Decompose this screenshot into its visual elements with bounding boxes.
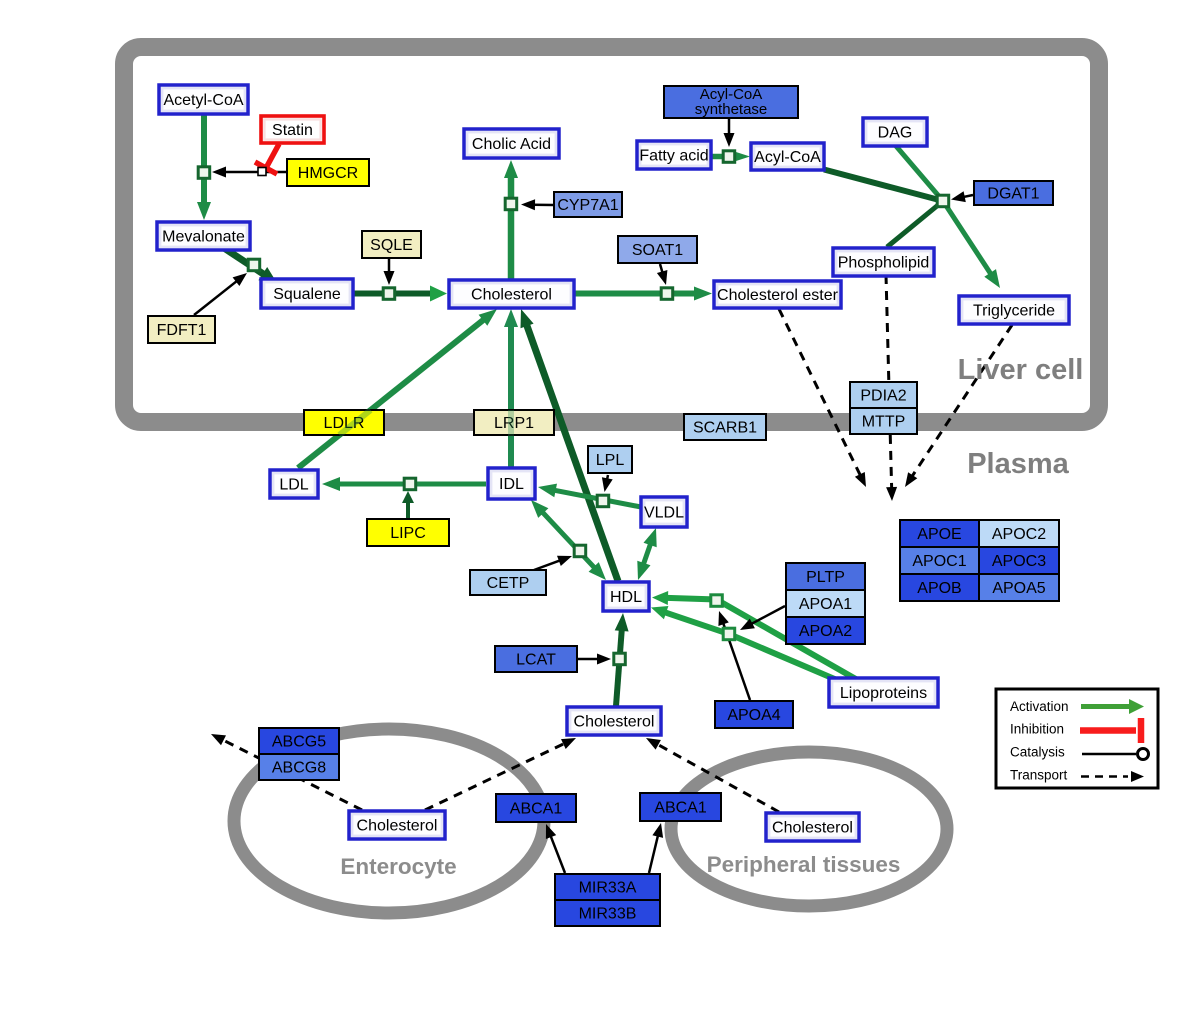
- svg-text:Cholic Acid: Cholic Acid: [472, 136, 551, 153]
- svg-text:DGAT1: DGAT1: [987, 186, 1039, 203]
- svg-text:LIPC: LIPC: [390, 525, 426, 542]
- svg-text:ABCA1: ABCA1: [654, 800, 707, 817]
- svg-text:LRP1: LRP1: [494, 415, 534, 432]
- svg-text:Enterocyte: Enterocyte: [340, 854, 456, 879]
- svg-text:Plasma: Plasma: [967, 448, 1069, 480]
- svg-text:APOC1: APOC1: [912, 553, 966, 570]
- svg-text:DAG: DAG: [878, 125, 913, 142]
- svg-text:MIR33A: MIR33A: [579, 880, 637, 897]
- svg-text:APOB: APOB: [917, 580, 961, 597]
- svg-text:SQLE: SQLE: [370, 237, 413, 254]
- svg-text:Inhibition: Inhibition: [1010, 722, 1064, 737]
- svg-text:APOA1: APOA1: [799, 596, 852, 613]
- svg-text:Acetyl-CoA: Acetyl-CoA: [163, 92, 243, 109]
- svg-text:APOC3: APOC3: [992, 553, 1046, 570]
- svg-text:Liver cell: Liver cell: [958, 354, 1084, 386]
- svg-text:APOA4: APOA4: [727, 707, 780, 724]
- svg-text:Cholesterol: Cholesterol: [471, 287, 552, 304]
- svg-text:Cholesterol: Cholesterol: [357, 818, 438, 835]
- svg-text:ABCA1: ABCA1: [510, 801, 563, 818]
- svg-text:FDFT1: FDFT1: [157, 322, 207, 339]
- svg-text:Fatty acid: Fatty acid: [639, 148, 708, 165]
- svg-text:Phospholipid: Phospholipid: [838, 255, 930, 272]
- svg-text:Acyl-CoA: Acyl-CoA: [754, 149, 821, 166]
- svg-text:LPL: LPL: [596, 452, 625, 469]
- svg-text:HDL: HDL: [610, 589, 642, 606]
- svg-text:IDL: IDL: [499, 476, 524, 493]
- svg-text:MIR33B: MIR33B: [579, 906, 637, 923]
- svg-text:APOA5: APOA5: [992, 580, 1045, 597]
- svg-text:SCARB1: SCARB1: [693, 420, 757, 437]
- svg-text:HMGCR: HMGCR: [298, 165, 358, 182]
- svg-text:synthetase: synthetase: [695, 101, 768, 118]
- svg-text:Cholesterol ester: Cholesterol ester: [717, 287, 839, 304]
- svg-text:CETP: CETP: [487, 575, 530, 592]
- svg-text:Triglyceride: Triglyceride: [973, 303, 1055, 320]
- svg-text:APOA2: APOA2: [799, 623, 852, 640]
- svg-text:LDL: LDL: [279, 477, 308, 494]
- svg-text:Statin: Statin: [272, 122, 313, 139]
- svg-text:Cholesterol: Cholesterol: [772, 820, 853, 837]
- svg-text:Cholesterol: Cholesterol: [574, 714, 655, 731]
- svg-text:APOC2: APOC2: [992, 526, 1046, 543]
- svg-text:Mevalonate: Mevalonate: [162, 229, 245, 246]
- svg-text:Lipoproteins: Lipoproteins: [840, 685, 927, 702]
- svg-text:VLDL: VLDL: [644, 505, 684, 522]
- svg-text:MTTP: MTTP: [862, 414, 906, 431]
- svg-text:APOE: APOE: [917, 526, 961, 543]
- svg-text:CYP7A1: CYP7A1: [557, 197, 618, 214]
- svg-text:LDLR: LDLR: [324, 415, 365, 432]
- svg-text:Transport: Transport: [1010, 768, 1068, 783]
- svg-text:Squalene: Squalene: [273, 286, 341, 303]
- svg-text:LCAT: LCAT: [516, 652, 556, 669]
- svg-text:PLTP: PLTP: [806, 569, 845, 586]
- svg-text:ABCG8: ABCG8: [272, 760, 326, 777]
- svg-text:Catalysis: Catalysis: [1010, 745, 1065, 760]
- svg-text:Activation: Activation: [1010, 699, 1069, 714]
- svg-text:Peripheral tissues: Peripheral tissues: [707, 852, 901, 877]
- svg-text:Acyl-CoA: Acyl-CoA: [700, 86, 763, 103]
- svg-text:ABCG5: ABCG5: [272, 734, 326, 751]
- svg-text:SOAT1: SOAT1: [632, 242, 683, 259]
- svg-text:PDIA2: PDIA2: [860, 388, 906, 405]
